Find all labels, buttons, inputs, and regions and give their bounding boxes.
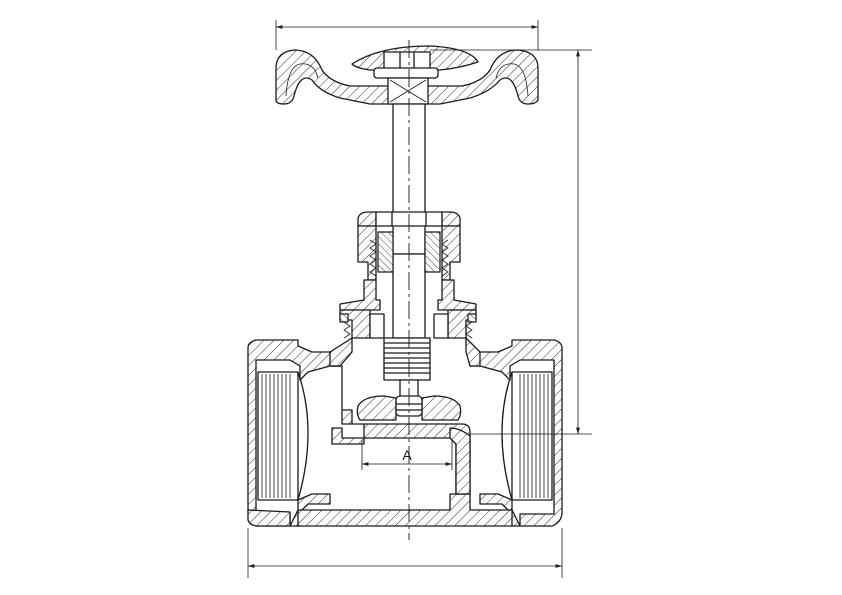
dimension-a-label: A bbox=[402, 447, 412, 463]
bonnet bbox=[339, 279, 477, 339]
valve-body bbox=[247, 337, 563, 527]
stem-nut bbox=[373, 51, 439, 105]
dimension-top-handwheel bbox=[275, 20, 539, 50]
dimension-a: A bbox=[361, 440, 453, 470]
stem-thread bbox=[383, 337, 431, 399]
dimension-height bbox=[430, 49, 592, 435]
right-internal-thread bbox=[519, 374, 549, 498]
left-internal-thread bbox=[261, 374, 291, 498]
dimension-length bbox=[247, 528, 563, 578]
